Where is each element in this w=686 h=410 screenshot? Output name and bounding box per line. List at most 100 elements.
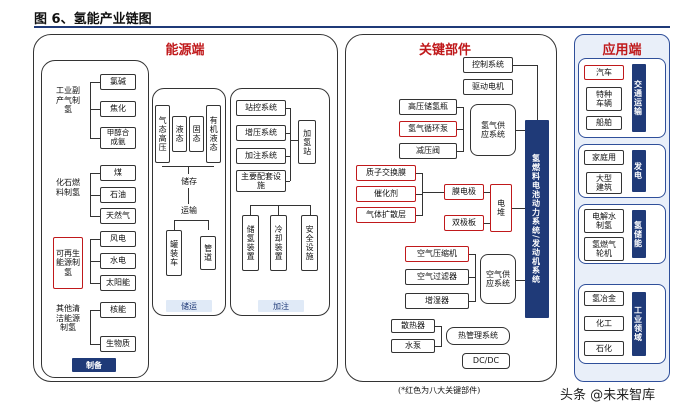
connector (90, 310, 91, 345)
transport-label: 运输 (181, 206, 197, 215)
control-system: 控制系统 (463, 57, 513, 73)
vehicle-pipeline: 管道 (200, 236, 216, 270)
production-tag: 制备 (72, 358, 116, 372)
connector (188, 166, 189, 174)
radiator: 散热器 (391, 319, 435, 333)
connector (435, 346, 441, 347)
source-oil: 石油 (100, 187, 136, 203)
title-rule (34, 26, 670, 28)
connector (457, 151, 463, 152)
connector (90, 310, 100, 311)
connector (90, 239, 100, 240)
hydrogen-station: 加氢站 (298, 120, 316, 164)
connector (512, 208, 525, 209)
connector (457, 107, 463, 108)
source-solar: 太阳能 (100, 275, 136, 291)
connector (416, 194, 422, 195)
connector (208, 220, 209, 230)
thermal-management-system: 热管理系统 (446, 327, 510, 345)
app-special-vehicles: 特种车辆 (586, 87, 622, 111)
connector (457, 129, 463, 130)
connector (290, 108, 291, 181)
air-filter: 空气过滤器 (405, 269, 469, 285)
connector (90, 138, 100, 139)
connector (174, 220, 175, 230)
equipment-hydrogen-storage: 储氢装置 (242, 215, 259, 271)
connector (484, 192, 490, 193)
app-electrolysis: 电解水制氢 (584, 209, 624, 233)
industrial-byproduct-label: 工业副产气制氢 (56, 86, 80, 115)
watermark: 头条 @未来智库 (560, 388, 656, 403)
hydrogen-storage-tag: 氢储能 (632, 210, 646, 258)
legend-note: (*红色为八大关键部件) (398, 386, 481, 395)
source-hydro: 水电 (100, 253, 136, 269)
source-wind: 风电 (100, 231, 136, 247)
connector (90, 109, 100, 110)
high-pressure-tank: 高压储氢瓶 (399, 99, 457, 115)
connector (310, 205, 311, 215)
connector (250, 205, 251, 215)
source-methanol: 甲醇合成氨 (100, 127, 136, 149)
connector (422, 173, 423, 216)
power-generation-tag: 发电 (632, 150, 646, 192)
pressure-reducing-valve: 减压阀 (399, 143, 457, 159)
connector (286, 133, 290, 134)
connector (174, 220, 208, 221)
hydrogen-supply-system: 氢气供应系统 (470, 104, 516, 156)
system-supporting-facilities: 主要配套设施 (236, 170, 286, 192)
source-chlor-alkali: 氯碱 (100, 74, 136, 90)
connector (484, 223, 490, 224)
connector (188, 188, 189, 204)
source-natural-gas: 天然气 (100, 208, 136, 224)
figure-title: 图 6、氢能产业链图 (34, 12, 152, 27)
application-section-title: 应用端 (602, 43, 642, 58)
connector (286, 108, 290, 109)
connector (469, 301, 475, 302)
storage-transport-tag: 储运 (166, 300, 212, 312)
app-hydrogen-metallurgy: 氢冶金 (584, 291, 624, 306)
membrane-electrode-assembly: 膜电极 (444, 184, 484, 200)
source-biomass: 生物质 (100, 336, 136, 352)
connector (286, 181, 290, 182)
app-ships: 船舶 (586, 116, 622, 130)
connector (90, 82, 100, 83)
fuel-cell-stack: 电堆 (490, 184, 512, 232)
app-automobile: 汽车 (584, 65, 624, 80)
app-petrochemical: 石化 (584, 341, 624, 356)
connector (90, 344, 100, 345)
state-high-pressure-gas: 气态高压 (155, 105, 170, 163)
connector (90, 173, 100, 174)
connector (416, 173, 422, 174)
industry-tag: 工业领域 (632, 292, 646, 356)
connector (475, 254, 476, 302)
energy-section-title: 能源端 (165, 43, 205, 58)
vehicle-tank-truck: 罐装车 (166, 230, 182, 276)
refueling-tag: 加注 (258, 300, 304, 312)
transport-tag: 交通运输 (632, 64, 646, 132)
gas-diffusion-layer: 气体扩散层 (356, 207, 416, 223)
connector (435, 326, 441, 327)
connector (537, 65, 538, 120)
hydrogen-recirculation-pump: 氢气循环泵 (399, 121, 457, 137)
powertrain-system: 氢燃料电池动力系统/发动机系统 (525, 120, 549, 318)
app-hydrogen-turbine: 氢燃气轮机 (584, 237, 624, 261)
source-nuclear: 核能 (100, 302, 136, 318)
water-pump: 水泵 (391, 339, 435, 353)
source-coal: 煤 (100, 165, 136, 181)
proton-exchange-membrane: 质子交换膜 (356, 165, 416, 181)
connector (441, 326, 442, 347)
catalyst: 催化剂 (356, 186, 416, 202)
connector (90, 261, 100, 262)
air-supply-system: 空气供应系统 (480, 254, 516, 304)
connector (90, 283, 100, 284)
connector (90, 82, 91, 138)
connector (469, 254, 475, 255)
connector (90, 195, 100, 196)
connector (286, 156, 290, 157)
dc-dc-converter: DC/DC (462, 353, 510, 369)
bipolar-plate: 双极板 (444, 215, 484, 231)
connector (463, 107, 464, 152)
connector (250, 205, 310, 206)
equipment-cooling: 冷却装置 (270, 215, 287, 271)
state-liquid: 液态 (172, 116, 187, 152)
